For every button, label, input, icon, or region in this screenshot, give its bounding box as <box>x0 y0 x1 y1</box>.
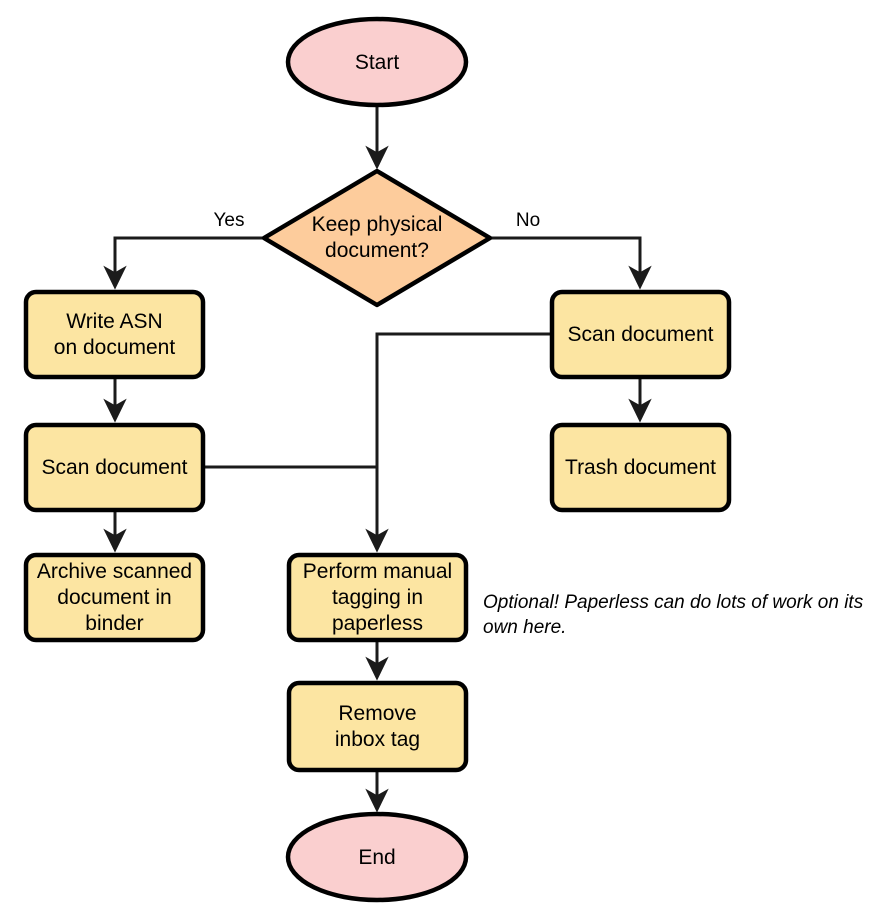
node-shape-remove-inbox-tag[interactable] <box>286 680 469 773</box>
node-shape-scan-document-right[interactable] <box>549 289 732 380</box>
node-shape-scan-document-left[interactable] <box>23 422 206 513</box>
edge-scan-right-to-manual-tagging <box>365 332 552 553</box>
node-shape-end[interactable] <box>285 811 469 903</box>
node-shape-write-asn-on-document[interactable] <box>23 289 206 380</box>
node-shape-keep-physical-document[interactable] <box>261 168 493 308</box>
node-shape-trash-document[interactable] <box>549 422 732 513</box>
node-shape-archive-scanned-document-in-binder[interactable] <box>23 552 206 643</box>
edge-decision-yes-to-write-asn <box>103 236 264 290</box>
edge-decision-no-to-scan-right <box>490 236 652 290</box>
node-shape-start[interactable] <box>285 16 469 108</box>
node-shape-perform-manual-tagging-in-paperless[interactable] <box>286 552 469 643</box>
